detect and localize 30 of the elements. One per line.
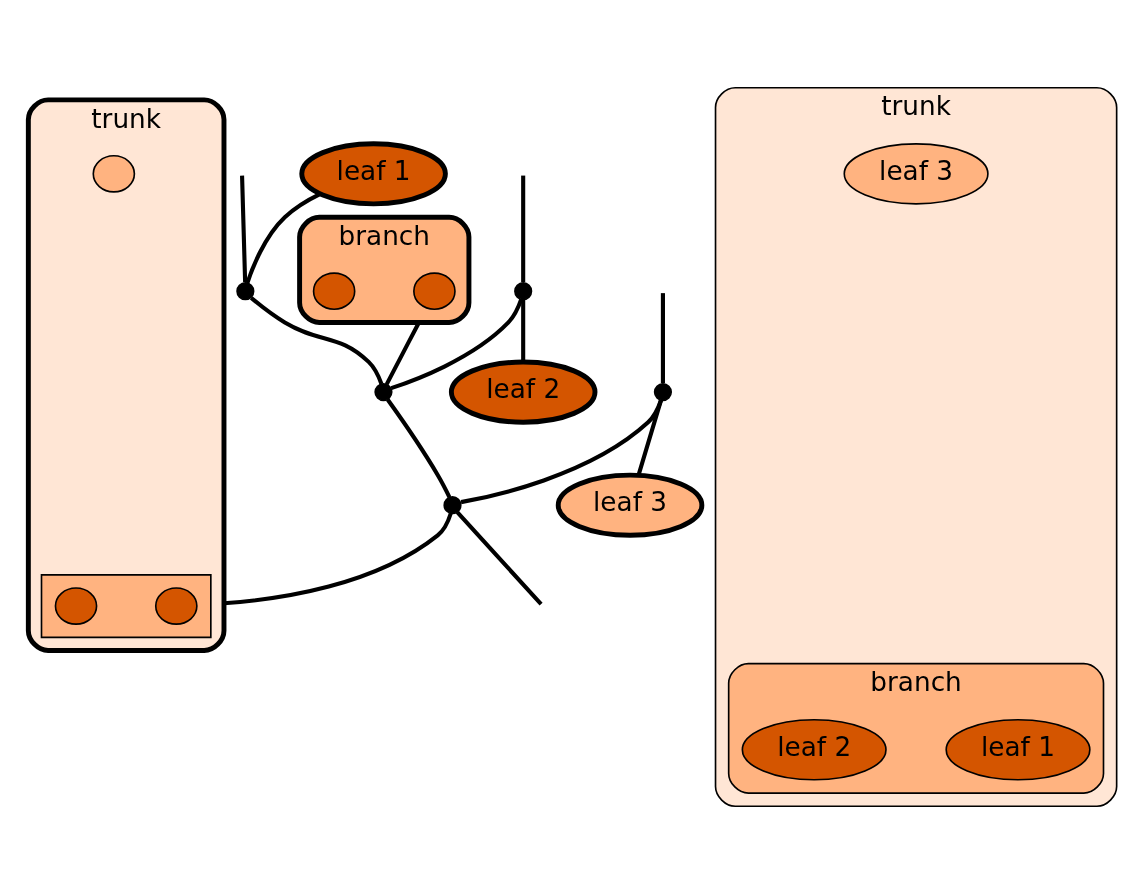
node-circle <box>154 587 198 625</box>
node-dot <box>443 496 462 515</box>
node-ellipse: leaf 3 <box>555 472 705 538</box>
connector <box>460 399 663 505</box>
connector <box>249 296 384 385</box>
node-circle <box>413 272 456 311</box>
connector <box>223 512 453 606</box>
node-ellipse: leaf 2 <box>448 359 598 425</box>
node-circle <box>54 587 98 625</box>
node-dot <box>653 383 673 402</box>
connector <box>245 192 321 284</box>
node-circle <box>92 154 136 193</box>
node-dot <box>374 383 393 402</box>
node-dot <box>236 282 255 301</box>
node-ellipse: leaf 1 <box>299 141 448 207</box>
node-ellipse: leaf 1 <box>945 718 1091 781</box>
connector <box>521 175 526 283</box>
connector <box>660 293 665 384</box>
node-ellipse: leaf 2 <box>741 718 887 781</box>
node-dot <box>514 282 533 301</box>
node-ellipse: leaf 3 <box>843 143 989 205</box>
cluster: trunk <box>25 97 227 653</box>
connector <box>521 299 526 362</box>
cluster: branch <box>297 214 472 325</box>
node-circle <box>312 272 356 311</box>
connector <box>390 298 524 391</box>
connector <box>455 510 543 606</box>
connector <box>385 398 452 499</box>
cluster <box>40 574 212 639</box>
connector <box>240 175 248 283</box>
